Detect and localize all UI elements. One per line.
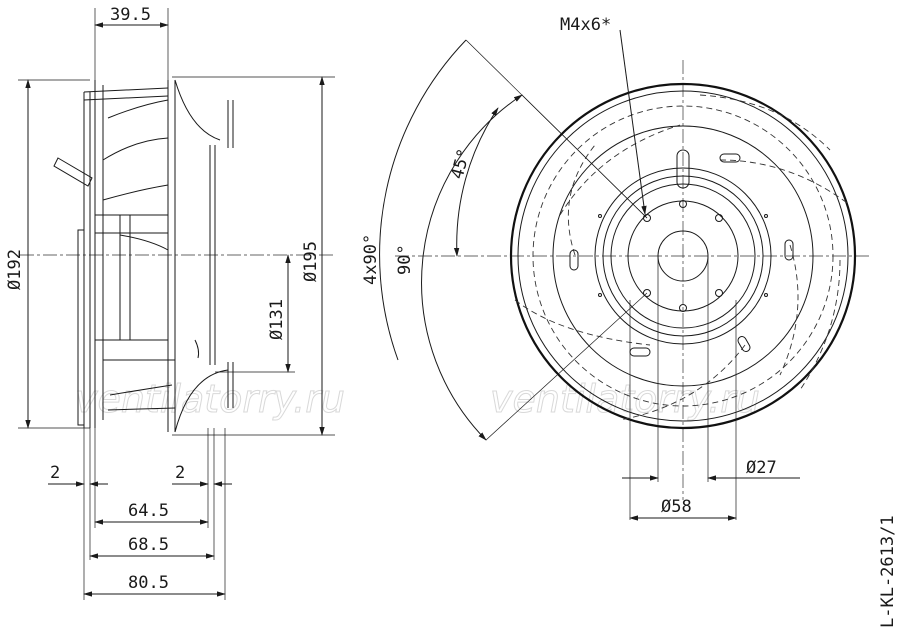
watermark-left: ventilatorry.ru — [75, 377, 345, 421]
drawing-code: L-KL-2613/1 — [878, 515, 898, 628]
dim-left-height: Ø192 — [5, 249, 25, 290]
watermark-right: ventilatorry.ru — [490, 377, 760, 421]
arc-90 — [421, 94, 523, 441]
dim-gap-left: 2 — [50, 463, 60, 483]
arc-45 — [453, 107, 499, 257]
dim-len-1: 64.5 — [128, 501, 169, 521]
dim-top-width: 39.5 — [110, 5, 151, 25]
screw-label: M4x6* — [560, 15, 611, 35]
fan-side-body — [53, 79, 234, 433]
angle-4x90: 4x90° — [361, 234, 381, 285]
hub-outer — [594, 167, 772, 345]
angle-45: 45° — [448, 146, 475, 181]
front-view: M4x6* 45° 90° 4x90° Ø27 Ø58 — [361, 15, 870, 521]
blades — [514, 94, 851, 421]
dim-dia-27: Ø27 — [746, 458, 777, 478]
blade-ring — [552, 125, 814, 387]
dim-right-height: Ø195 — [301, 241, 321, 282]
arc-4x90 — [379, 39, 467, 361]
mounting-holes — [643, 200, 723, 312]
hub-ring-2 — [602, 175, 764, 337]
dim-inlet-dia: Ø131 — [267, 299, 287, 340]
balance-pin — [676, 149, 690, 189]
angle-90: 90° — [395, 244, 415, 275]
dim-len-2: 68.5 — [128, 535, 169, 555]
radial-line — [485, 292, 648, 441]
screw-leader — [619, 29, 647, 215]
side-view: 39.5 Ø192 Ø195 Ø131 — [5, 5, 335, 600]
radial-line — [521, 94, 648, 219]
dim-gap-right: 2 — [175, 463, 185, 483]
dim-len-3: 80.5 — [128, 573, 169, 593]
dim-dia-58: Ø58 — [661, 497, 692, 517]
hub-ring-3 — [610, 183, 756, 329]
blade-circle-dashed — [532, 105, 834, 407]
